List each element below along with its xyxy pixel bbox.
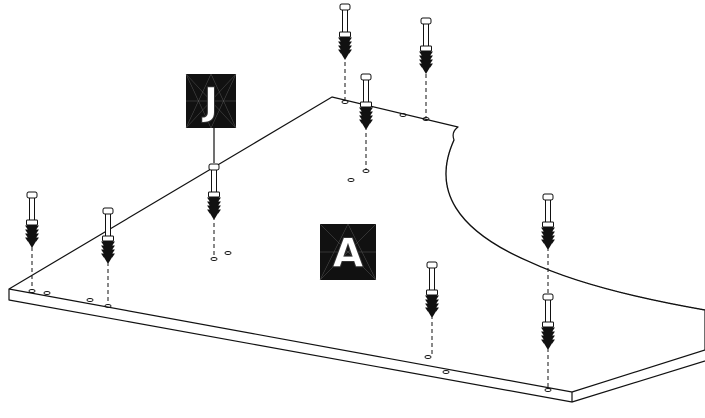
part-label-j: J — [185, 73, 237, 129]
cam-dowel-icon — [419, 17, 433, 74]
pre-drilled-hole-icon — [544, 388, 552, 392]
pre-drilled-hole-icon — [104, 304, 112, 308]
pre-drilled-hole-icon — [422, 117, 430, 121]
part-label-j-text: J — [201, 80, 218, 124]
cam-dowel-icon — [359, 73, 373, 130]
pre-drilled-hole-icon — [362, 169, 370, 173]
part-label-a-text: A — [333, 231, 364, 277]
pre-drilled-hole-icon — [399, 113, 407, 117]
pre-drilled-hole-icon — [43, 291, 51, 295]
connectors — [25, 3, 555, 350]
part-label-j-hatch — [185, 73, 237, 129]
tabletop-front-edge — [8, 289, 573, 403]
pre-drilled-hole-icon — [424, 355, 432, 359]
cam-dowel-icon — [101, 207, 115, 264]
pre-drilled-hole-icon — [86, 298, 94, 302]
part-label-a: A — [319, 223, 377, 281]
cam-dowel-icon — [25, 191, 39, 248]
pre-drilled-hole-icon — [341, 100, 349, 104]
cam-dowel-icon — [541, 293, 555, 350]
cam-dowel-icon — [425, 261, 439, 318]
pre-drilled-hole-icon — [28, 289, 36, 293]
cam-dowel-icon — [541, 193, 555, 250]
part-label-a-hatch — [319, 223, 377, 281]
pre-drilled-hole-icon — [224, 251, 232, 255]
cam-dowel-icon — [207, 163, 221, 220]
tabletop-right-edge — [571, 360, 705, 403]
insertion-guides — [31, 62, 549, 388]
cam-dowel-icon — [338, 3, 352, 60]
tabletop-curved-cutout — [445, 139, 705, 311]
pre-drilled-hole-icon — [442, 370, 450, 374]
pre-drilled-hole-icon — [210, 257, 218, 261]
pre-drilled-hole-icon — [347, 178, 355, 182]
